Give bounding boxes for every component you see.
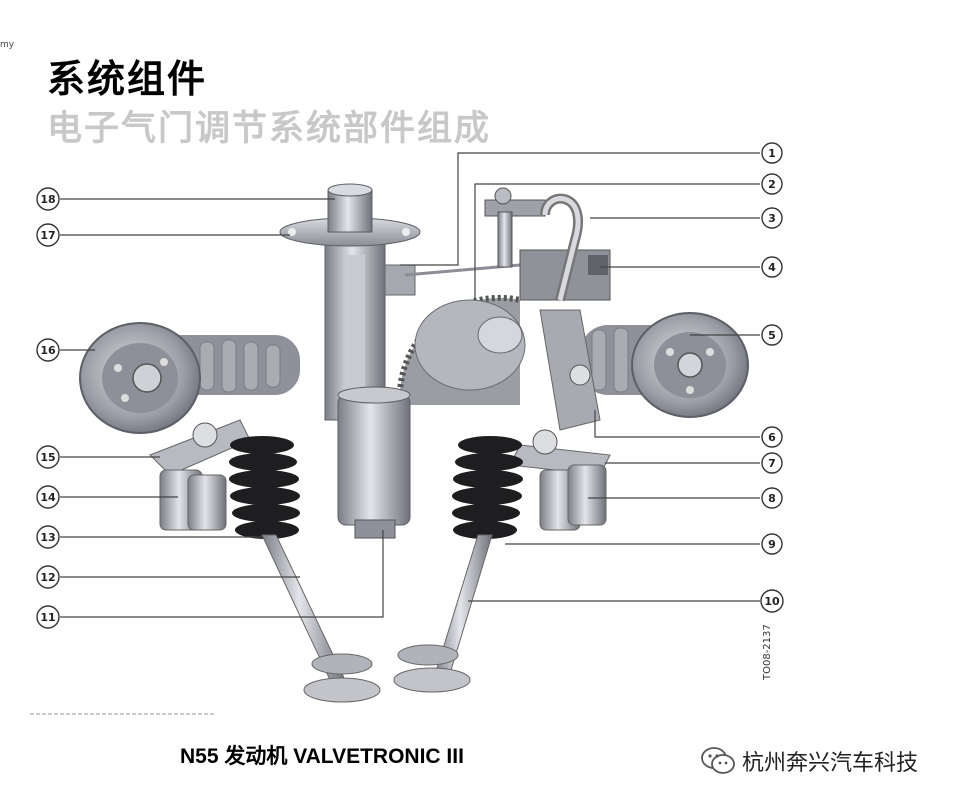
svg-text:7: 7: [768, 457, 776, 470]
callout-17: 17: [36, 223, 60, 247]
wechat-icon: [701, 747, 735, 774]
callout-6: 6: [761, 426, 783, 448]
callout-3: 3: [761, 207, 783, 229]
diagram-caption: N55 发动机 VALVETRONIC III: [180, 745, 464, 768]
callout-7: 7: [761, 452, 783, 474]
svg-text:12: 12: [40, 571, 55, 584]
svg-text:10: 10: [764, 595, 780, 608]
callout-5: 5: [761, 324, 783, 346]
svg-text:15: 15: [40, 451, 55, 464]
svg-text:13: 13: [40, 531, 55, 544]
lash-adjusters: [159, 464, 607, 531]
svg-text:17: 17: [40, 229, 55, 242]
callout-8: 8: [761, 487, 783, 509]
exhaust-camshaft: [580, 312, 749, 418]
figure-id: TO08-2137: [762, 624, 773, 680]
svg-text:2: 2: [768, 178, 776, 191]
svg-text:4: 4: [768, 261, 776, 274]
corner-text: my: [0, 40, 15, 50]
callout-4: 4: [761, 256, 783, 278]
motor-flange: [279, 183, 421, 247]
svg-text:16: 16: [40, 344, 56, 357]
valve-springs: [229, 436, 523, 539]
page-title: 系统组件: [47, 57, 208, 101]
svg-text:1: 1: [768, 147, 776, 160]
brand-text: 杭州奔兴汽车科技: [742, 751, 919, 776]
brand-watermark: 杭州奔兴汽车科技: [700, 745, 918, 777]
callout-12: 12: [36, 565, 60, 589]
rocker-arms: [149, 309, 611, 476]
callout-16: 16: [36, 338, 60, 362]
callout-2: 2: [761, 173, 783, 195]
callout-9: 9: [761, 533, 783, 555]
page-subtitle: 电子气门调节系统部件组成: [47, 109, 492, 149]
callouts: 1 2 3 4 5 6 7 8 9 10 11 12 13 14 15 16 1…: [36, 142, 784, 629]
callout-1: 1: [761, 142, 783, 164]
callout-13: 13: [36, 525, 60, 549]
svg-text:9: 9: [768, 538, 776, 551]
callout-11: 11: [36, 605, 60, 629]
callout-18: 18: [36, 187, 60, 211]
valves: [261, 534, 493, 703]
intake-camshaft: [79, 322, 300, 434]
leader-lines: [60, 152, 760, 618]
svg-text:5: 5: [768, 329, 776, 342]
svg-text:14: 14: [40, 491, 56, 504]
callout-15: 15: [36, 445, 60, 469]
eccentric-gear: [396, 294, 526, 406]
svg-text:6: 6: [768, 431, 776, 444]
svg-text:18: 18: [40, 193, 55, 206]
callout-10: 10: [760, 589, 784, 613]
svg-text:8: 8: [768, 492, 776, 505]
servomotor: [337, 386, 411, 539]
svg-text:11: 11: [40, 611, 55, 624]
svg-text:3: 3: [768, 212, 776, 225]
callout-14: 14: [36, 485, 60, 509]
sensor-bracket: [484, 187, 611, 302]
